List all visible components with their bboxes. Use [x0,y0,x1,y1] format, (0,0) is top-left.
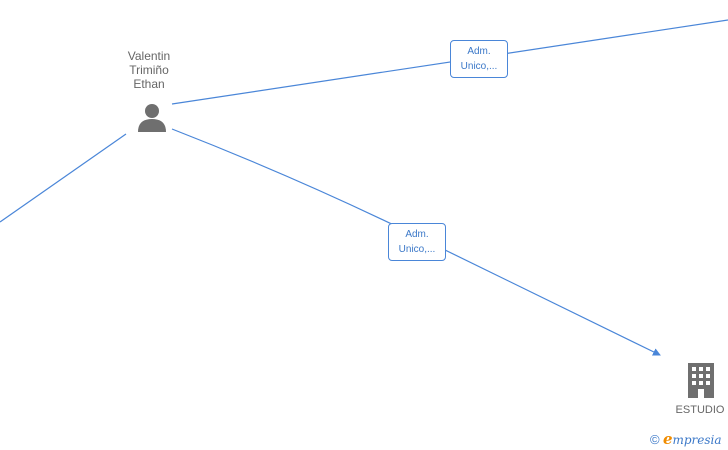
edge-label-middle[interactable]: Adm. Unico,... [388,223,446,261]
copyright-icon: © [650,432,660,447]
person-name[interactable]: Valentin Trimiño Ethan [110,49,188,91]
edge-label-top[interactable]: Adm. Unico,... [450,40,508,78]
edge-label-middle-line-1: Adm. [405,229,429,240]
edge-label-middle-line-2: Unico,... [398,244,436,255]
brand-logo: © empresia [650,430,728,448]
edge-line-to-company [171,128,661,356]
edge-label-top-line-1: Adm. [467,46,491,57]
brand-name: mpresia [672,433,722,447]
edge-line-left [0,133,127,223]
person-name-line-1: Valentin [127,49,171,63]
edge-label-top-line-2: Unico,... [460,61,498,72]
person-icon[interactable] [137,103,167,133]
person-name-line-2: Trimiño [129,63,169,77]
person-name-line-3: Ethan [133,77,165,91]
building-icon[interactable] [686,363,716,398]
brand-initial: e [662,430,673,448]
company-name[interactable]: ESTUDIO [675,404,725,416]
